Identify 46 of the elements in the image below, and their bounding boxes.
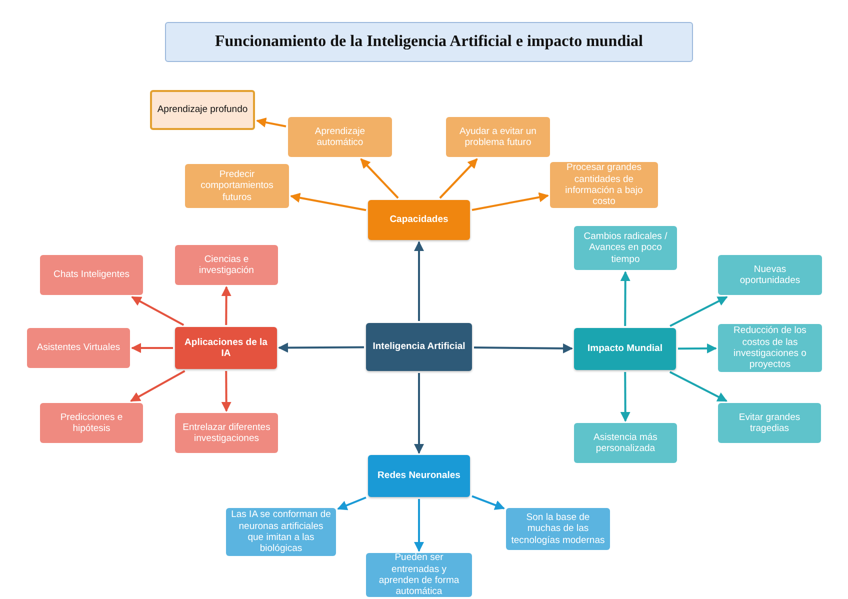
arrow [256,118,286,128]
arrow [414,241,424,321]
arrow [221,286,232,325]
arrow [472,192,549,211]
arrow [414,373,424,454]
subtopic-box: Reducción de los costos de las investigaciones o proyectos [718,324,822,372]
subtopic-box: Pueden ser entrenadas y aprenden de forma automática [366,553,472,597]
arrow [439,158,478,199]
subtopic-box: Son la base de muchas de las tecnologías modernas [506,508,610,550]
arrow [669,371,728,402]
arrow [360,158,399,199]
subtopic-box: Las IA se conforman de neuronas artificiales que imitan a las biológicas [226,508,336,556]
subtopic-box: Cambios radicales / Avances en poco tiempo [574,226,677,270]
subtopic-box: Asistentes Virtuales [27,328,130,368]
subtopic-box: Aprendizaje automático [288,117,392,157]
topic-box: Aplicaciones de la IA [175,327,277,369]
subtopic-box: Evitar grandes tragedias [718,403,821,443]
arrow [620,271,630,326]
subtopic-box: Ayudar a evitar un problema futuro [446,117,550,157]
subtopic-box: Ciencias e investigación [175,245,278,285]
subtopic-box: Aprendizaje profundo [150,90,255,130]
arrow [472,495,505,510]
arrow [278,342,364,353]
topic-box: Inteligencia Artificial [366,323,472,371]
arrow [678,343,717,354]
topic-box: Capacidades [368,200,470,240]
arrow [290,192,366,212]
arrow [130,370,186,402]
subtopic-box: Predecir comportamientos futuros [185,164,289,208]
subtopic-box: Procesar grandes cantidades de información a bajo costo [550,162,658,208]
arrow [620,372,630,422]
topic-box: Redes Neuronales [368,455,470,497]
subtopic-box: Entrelazar diferentes investigaciones [175,413,278,453]
subtopic-box: Asistencia más personalizada [574,423,677,463]
arrow [337,496,366,510]
arrow [131,343,173,353]
arrow [670,296,728,327]
title: Funcionamiento de la Inteligencia Artificial e impacto mundial [165,22,693,62]
subtopic-box: Predicciones e hipótesis [40,403,143,443]
topic-box: Impacto Mundial [574,328,676,370]
arrow [221,371,232,412]
subtopic-box: Nuevas oportunidades [718,255,822,295]
arrow [414,499,424,552]
arrow [131,296,184,326]
arrow [474,343,573,354]
subtopic-box: Chats Inteligentes [40,255,143,295]
